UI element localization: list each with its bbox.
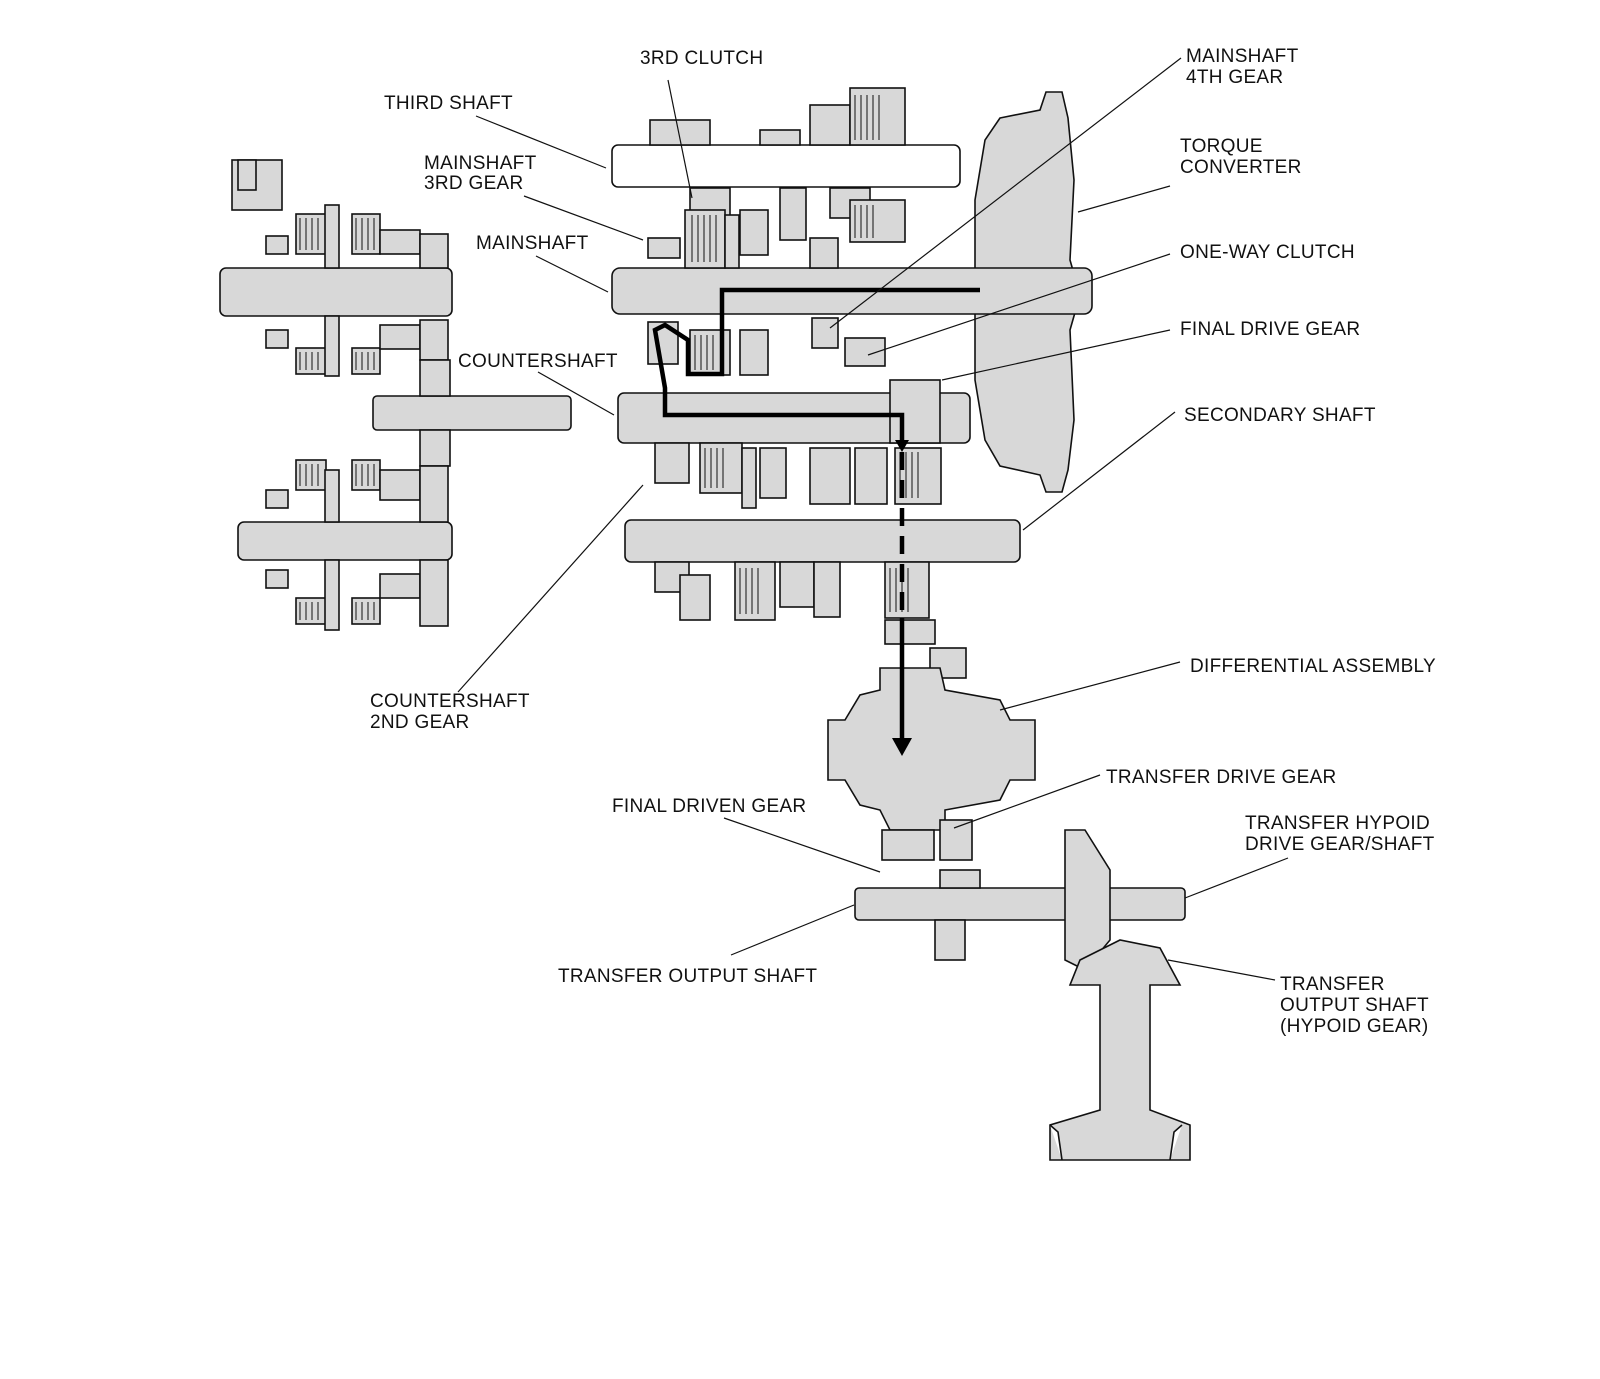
label-secondary-shaft: SECONDARY SHAFT (1184, 405, 1376, 426)
label-transfer-drive-gear: TRANSFER DRIVE GEAR (1106, 767, 1337, 788)
label-transfer-hypoid-line2: DRIVE GEAR/SHAFT (1245, 834, 1435, 855)
third-shaft-part (611, 87, 961, 243)
label-mainshaft-4th-gear-line2: 4TH GEAR (1186, 67, 1283, 88)
label-transfer-hypoid-drive-gear-shaft: TRANSFER HYPOID DRIVE GEAR/SHAFT (1245, 813, 1436, 855)
label-one-way-clutch: ONE-WAY CLUTCH (1180, 242, 1355, 263)
label-mainshaft: MAINSHAFT (476, 233, 589, 254)
label-3rd-clutch: 3RD CLUTCH (640, 48, 763, 69)
label-mainshaft-3rd-gear-line2: 3RD GEAR (424, 173, 524, 194)
transfer-output-hypoid-gear-part (1049, 939, 1191, 1161)
secondary-shaft-part (624, 519, 1021, 645)
label-differential-assembly: DIFFERENTIAL ASSEMBLY (1190, 656, 1436, 677)
label-countershaft-2nd-gear-line2: 2ND GEAR (370, 712, 470, 733)
label-mainshaft-4th-gear: MAINSHAFT 4TH GEAR (1186, 46, 1304, 88)
left-auxiliary-shaft-view (219, 159, 572, 631)
label-countershaft: COUNTERSHAFT (458, 351, 618, 372)
label-final-driven-gear: FINAL DRIVEN GEAR (612, 796, 806, 817)
label-mainshaft-3rd-gear: MAINSHAFT 3RD GEAR (424, 153, 542, 194)
label-transfer-output-hypoid-line3: (HYPOID GEAR) (1280, 1016, 1429, 1037)
leader-lines (457, 57, 1289, 981)
label-torque-converter-line1: TORQUE (1180, 136, 1263, 157)
transfer-hypoid-drive-gear-part (1064, 829, 1111, 971)
label-transfer-hypoid-line1: TRANSFER HYPOID (1245, 813, 1430, 834)
label-transfer-output-hypoid-line1: TRANSFER (1280, 974, 1385, 995)
label-torque-converter: TORQUE CONVERTER (1180, 136, 1302, 178)
clutch-plates (691, 95, 919, 614)
countershaft-part (617, 379, 971, 509)
label-countershaft-2nd-gear-line1: COUNTERSHAFT (370, 691, 530, 712)
label-third-shaft: THIRD SHAFT (384, 93, 513, 114)
label-transfer-output-hypoid-line2: OUTPUT SHAFT (1280, 995, 1429, 1016)
label-mainshaft-4th-gear-line1: MAINSHAFT (1186, 46, 1299, 67)
label-final-drive-gear: FINAL DRIVE GEAR (1180, 319, 1360, 340)
differential-assembly-part (827, 647, 1036, 861)
label-countershaft-2nd-gear: COUNTERSHAFT 2ND GEAR (370, 691, 535, 733)
label-torque-converter-line2: CONVERTER (1180, 157, 1302, 178)
label-transfer-output-shaft: TRANSFER OUTPUT SHAFT (558, 966, 817, 987)
label-mainshaft-3rd-gear-line1: MAINSHAFT (424, 153, 537, 174)
label-transfer-output-shaft-hypoid-gear: TRANSFER OUTPUT SHAFT (HYPOID GEAR) (1280, 974, 1434, 1037)
power-flow-path (652, 287, 980, 756)
